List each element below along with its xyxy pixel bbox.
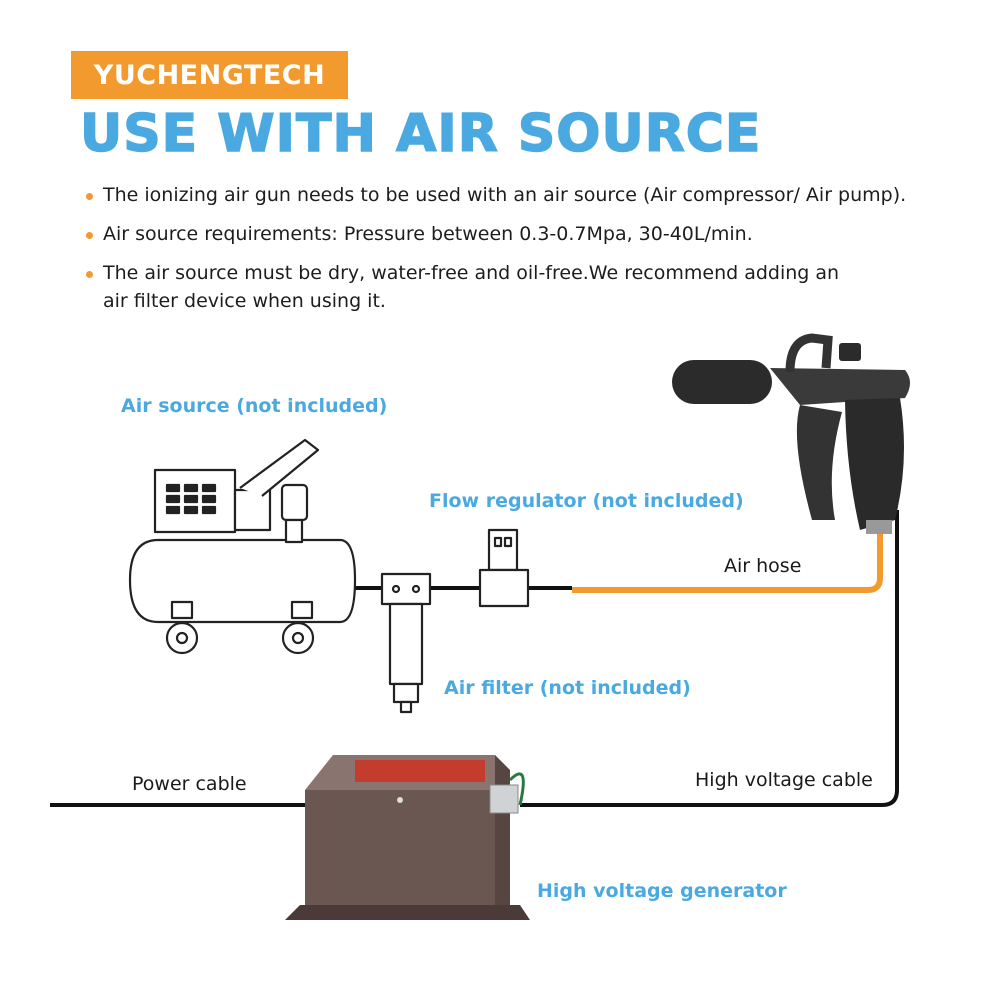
bullet-text: The ionizing air gun needs to be used wi… bbox=[103, 184, 907, 206]
power-cable-label: Power cable bbox=[132, 773, 247, 795]
bullet-text: Air source requirements: Pressure betwee… bbox=[103, 223, 753, 245]
bullet-dot-icon bbox=[86, 232, 93, 239]
air-source-label: Air source (not included) bbox=[121, 395, 388, 417]
bullet-item: The ionizing air gun needs to be used wi… bbox=[86, 181, 946, 209]
air-hose-line bbox=[572, 530, 883, 593]
flow-regulator-icon bbox=[478, 528, 530, 608]
high-voltage-generator-icon bbox=[285, 755, 530, 920]
bullet-item: The air source must be dry, water-free a… bbox=[86, 259, 863, 315]
high-voltage-generator-label: High voltage generator bbox=[537, 880, 787, 902]
air-filter-label: Air filter (not included) bbox=[444, 677, 691, 699]
page-title: USE WITH AIR SOURCE bbox=[79, 103, 762, 165]
air-filter-icon bbox=[380, 572, 432, 714]
air-compressor-icon bbox=[128, 438, 357, 655]
brand-badge: YUCHENGTECH bbox=[71, 51, 348, 99]
high-voltage-cable-line bbox=[520, 510, 899, 807]
bullet-text: The air source must be dry, water-free a… bbox=[103, 262, 840, 312]
ionizing-air-gun-icon bbox=[672, 333, 910, 534]
bullet-item: Air source requirements: Pressure betwee… bbox=[86, 220, 946, 248]
bullet-list: The ionizing air gun needs to be used wi… bbox=[86, 181, 946, 326]
air-hose-label: Air hose bbox=[724, 555, 802, 577]
bullet-dot-icon bbox=[86, 271, 93, 278]
bullet-dot-icon bbox=[86, 193, 93, 200]
high-voltage-cable-label: High voltage cable bbox=[695, 769, 873, 791]
flow-regulator-label: Flow regulator (not included) bbox=[429, 490, 744, 512]
